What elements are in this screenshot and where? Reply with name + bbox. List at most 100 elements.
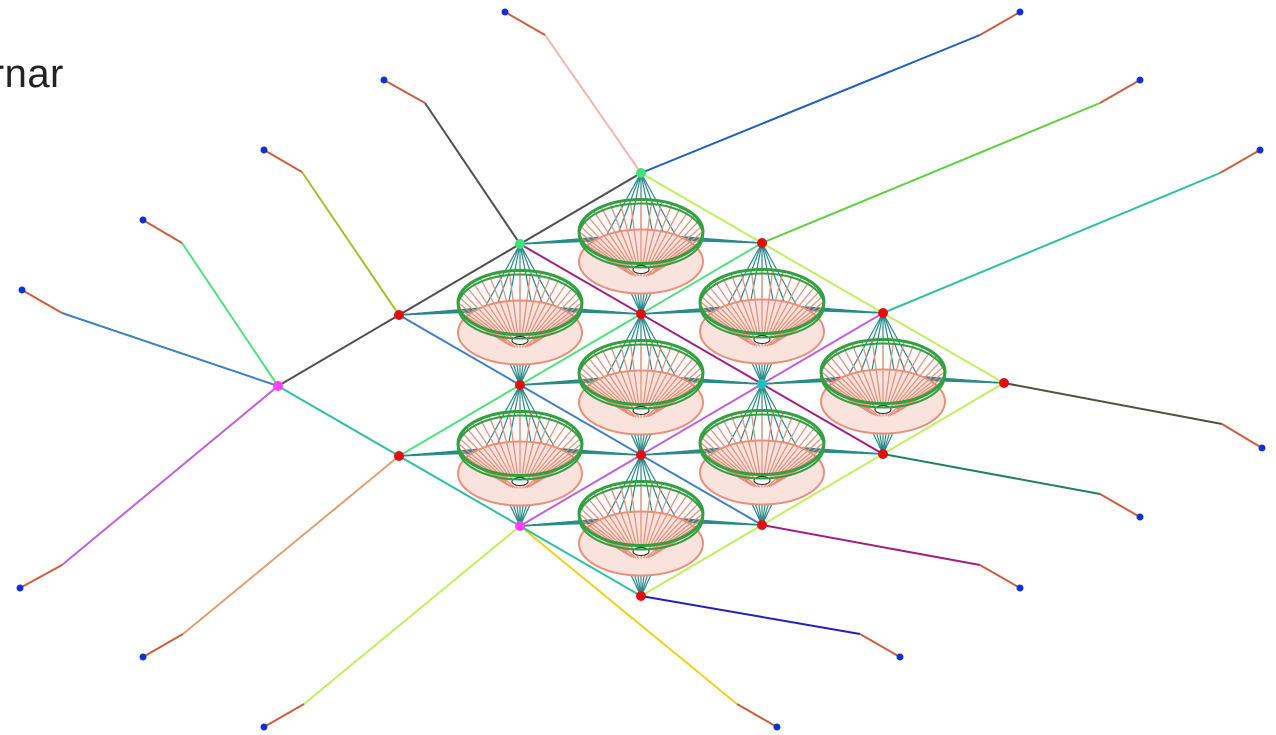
cage-net-line (772, 421, 811, 477)
grid-node (878, 308, 888, 318)
anchor-point (16, 584, 24, 592)
cage-net-line (526, 415, 552, 476)
anchor-chain (504, 11, 546, 36)
grid-line (640, 382, 1005, 597)
cage-net-line (629, 199, 640, 263)
fish-cage (577, 480, 705, 577)
cage-net-line (531, 286, 575, 338)
grid-frame (277, 172, 1005, 597)
cage-float-ring (578, 343, 704, 410)
mooring-line (640, 34, 981, 174)
anchor-point (1016, 584, 1024, 592)
cage-net-line (600, 206, 633, 265)
cage-net-line (730, 414, 756, 475)
cage-net-line (498, 413, 516, 476)
cage-net-line (828, 355, 872, 407)
cage-net-line (629, 340, 640, 404)
grid-line (519, 243, 884, 455)
mooring-line (61, 312, 279, 387)
cage-net-line (647, 344, 673, 405)
cage-net-line (891, 346, 924, 405)
cage-net-line (740, 271, 758, 334)
mooring-line (301, 171, 400, 316)
cage-net-line (775, 441, 825, 482)
cage-net-line (707, 285, 751, 337)
cage-net-line (774, 290, 821, 338)
cage-net-line (763, 410, 774, 474)
cage-net-line (521, 411, 532, 475)
grid-line (398, 314, 763, 526)
cage-net-line (651, 210, 690, 266)
grid-node (394, 451, 404, 461)
cage-net-line (479, 418, 512, 477)
mooring-lines (16, 8, 1266, 731)
cage-net-line (526, 274, 552, 335)
cage-net-line (893, 350, 932, 406)
cage-net-line (774, 431, 821, 479)
mooring-line (424, 102, 521, 245)
cage-net-line (457, 442, 507, 483)
grid-node (878, 449, 888, 459)
cage-float-ring (699, 272, 825, 339)
cage-net-line (654, 512, 704, 553)
cage-net-line (479, 277, 512, 336)
anchor-point (1256, 146, 1264, 154)
cage-net-line (508, 270, 519, 334)
bridle-line (676, 519, 763, 526)
cage-net-line (895, 360, 942, 408)
cage-net-line (530, 281, 569, 337)
cage-net-line (532, 432, 579, 480)
grid-node (273, 381, 283, 391)
grid-nodes (273, 168, 1009, 601)
cage-net-line (600, 347, 633, 406)
anchor-chain (21, 289, 63, 314)
cage-net-line (699, 441, 749, 482)
cage-net-line (578, 512, 628, 553)
anchor-chain (142, 219, 183, 244)
cage-net-line (582, 361, 629, 409)
mooring-line (1003, 382, 1223, 425)
cage-net-line (461, 432, 508, 480)
fish-cages (398, 172, 1005, 597)
cage-net-line (861, 341, 879, 404)
cage-net-line (713, 421, 752, 477)
grid-node (757, 238, 767, 248)
grid-line (277, 172, 642, 387)
anchor-point (1016, 8, 1024, 16)
cage-net-line (653, 361, 700, 409)
cage-net-line (652, 497, 696, 549)
cage-net-line (524, 413, 542, 476)
cage-net-line (654, 230, 704, 271)
cage-net-line (820, 370, 870, 411)
cage-net-line (721, 417, 754, 476)
cage-net-line (649, 488, 682, 547)
cage-net-line (651, 351, 690, 407)
mooring-line (882, 453, 1101, 495)
cage-net-line (533, 301, 583, 342)
grid-node (636, 591, 646, 601)
cage-net-line (770, 276, 803, 335)
cage-net-line (730, 273, 756, 334)
grid-node (757, 520, 767, 530)
anchor-chain (1221, 423, 1263, 449)
cage-net-line (629, 481, 640, 545)
cage-net-line (488, 274, 514, 335)
grid-node (394, 310, 404, 320)
mooring-line (761, 102, 1101, 244)
cage-net-line (884, 339, 895, 403)
cage-net-line (649, 206, 682, 265)
anchor-chain (1099, 79, 1141, 104)
cage-net-line (528, 418, 561, 477)
cage-float-ring (457, 414, 583, 481)
anchor-chain (263, 703, 305, 728)
cage-net-line (721, 276, 754, 335)
bridle-line (918, 377, 1005, 384)
grid-node (636, 168, 646, 178)
cage-net-line (465, 286, 509, 338)
cage-net-line (642, 199, 653, 263)
cage-net-line (619, 201, 637, 264)
cage-net-line (586, 215, 630, 267)
cage-net-line (649, 347, 682, 406)
mooring-line (761, 524, 981, 566)
cage-net-line (600, 488, 633, 547)
